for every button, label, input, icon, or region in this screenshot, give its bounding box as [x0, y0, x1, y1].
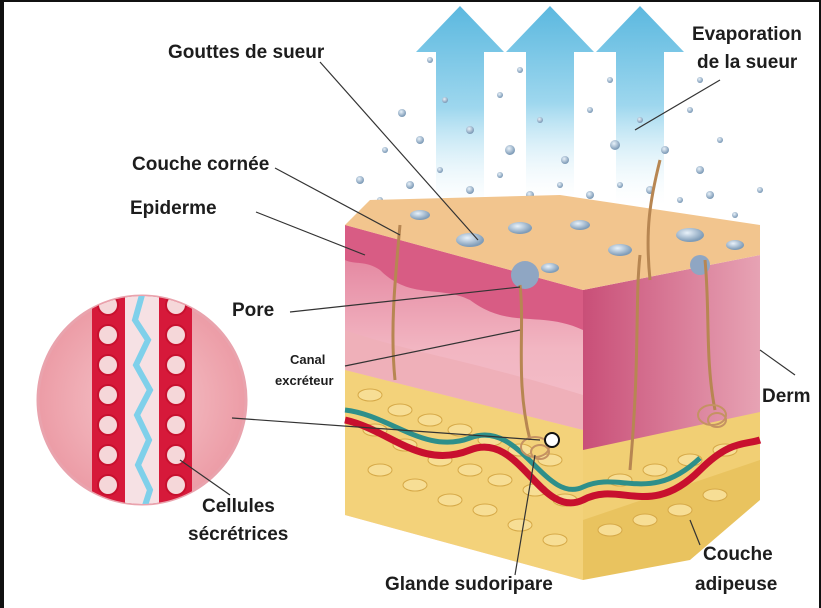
label-pore: Pore [232, 300, 274, 321]
label-canal: Canal [290, 352, 325, 367]
evaporation-arrow [506, 6, 594, 200]
label-cellules: Cellules [202, 496, 275, 517]
label-evaporation-line1: Evaporation [692, 24, 802, 45]
evaporation-arrows [416, 6, 684, 210]
label-couche-cornee: Couche cornée [132, 154, 269, 175]
label-couche-adipeuse-line2: adipeuse [695, 574, 777, 595]
label-secretrices: sécrétrices [188, 524, 288, 545]
label-couche-adipeuse-line1: Couche [703, 544, 773, 565]
label-excreteur: excréteur [275, 373, 334, 388]
label-gouttes-de-sueur: Gouttes de sueur [168, 42, 325, 63]
evaporation-arrow [596, 6, 684, 205]
label-evaporation-line2: de la sueur [697, 52, 798, 73]
label-glande-sudoripare: Glande sudoripare [385, 574, 553, 595]
magnified-gland-view [38, 290, 246, 520]
label-epiderme: Epiderme [130, 198, 217, 219]
evaporation-arrow [416, 6, 504, 210]
gland-marker [545, 433, 559, 447]
label-derme: Derm [762, 386, 811, 407]
